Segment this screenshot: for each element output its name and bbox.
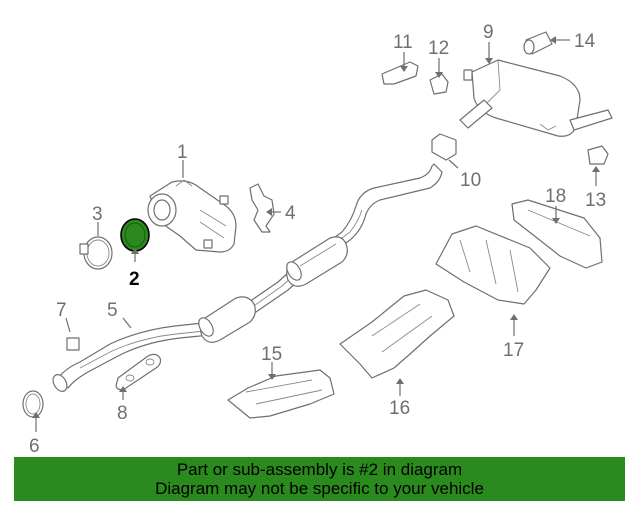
callout-7: 7 xyxy=(56,300,67,321)
callout-18: 18 xyxy=(545,186,566,207)
callout-11: 11 xyxy=(393,32,413,53)
gasket-part-2[interactable] xyxy=(120,218,150,252)
bracket-part-4[interactable] xyxy=(249,183,275,233)
heat-shield-part-16[interactable] xyxy=(339,289,455,379)
callout-4: 4 xyxy=(285,203,296,224)
callout-13: 13 xyxy=(585,190,606,211)
callout-10: 10 xyxy=(460,170,481,191)
heat-shield-part-17[interactable] xyxy=(435,225,551,305)
isolator-part-10[interactable] xyxy=(431,133,457,161)
catalytic-converter-part-1[interactable] xyxy=(147,179,237,253)
callout-17: 17 xyxy=(503,340,524,361)
tailpipe-tip-part-14[interactable] xyxy=(523,31,553,55)
callout-5: 5 xyxy=(107,300,118,321)
leader-lines xyxy=(32,36,600,432)
callout-14: 14 xyxy=(574,31,596,52)
hanger-bracket-part-8[interactable] xyxy=(115,353,162,391)
callout-9: 9 xyxy=(483,22,494,43)
callout-1: 1 xyxy=(177,142,188,163)
clamp-part-6[interactable] xyxy=(22,390,44,418)
callout-3: 3 xyxy=(92,204,103,225)
rear-muffler-part-9[interactable] xyxy=(459,59,613,137)
clamp-part-3[interactable] xyxy=(79,236,113,270)
callout-12: 12 xyxy=(428,38,449,59)
callout-8: 8 xyxy=(117,403,128,424)
clip-part-13[interactable] xyxy=(587,145,609,165)
hanger-part-7[interactable] xyxy=(66,337,80,351)
center-resonator xyxy=(198,236,348,343)
exhaust-parts-diagram: 1 2 3 4 5 6 7 8 9 10 11 12 13 14 15 16 1… xyxy=(22,22,613,455)
banner-line-disclaimer: Diagram may not be specific to your vehi… xyxy=(155,479,484,498)
heat-shield-part-15[interactable] xyxy=(227,369,335,419)
callout-6: 6 xyxy=(29,436,40,455)
hanger-bracket-part-11[interactable] xyxy=(381,61,419,85)
banner-line-part: Part or sub-assembly is #2 in diagram xyxy=(176,460,463,479)
callout-2: 2 xyxy=(129,269,140,290)
callout-15: 15 xyxy=(261,344,282,365)
part-info-banner: Part or sub-assembly is #2 in diagram Di… xyxy=(14,457,625,501)
callout-16: 16 xyxy=(389,398,410,419)
